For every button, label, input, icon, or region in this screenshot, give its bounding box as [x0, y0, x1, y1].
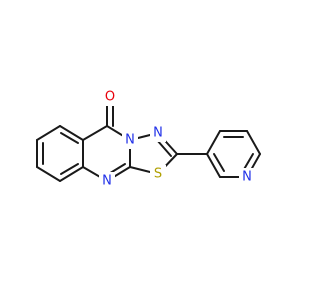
bond-pyridine-3 — [246, 130, 261, 155]
nitrogen-thiadiazole-label: N — [153, 126, 163, 141]
bond-benzene-6 — [59, 125, 84, 141]
sulfur-atom: S — [150, 165, 166, 183]
nitrogen-quinazoline-label: N — [102, 174, 112, 189]
oxygen-atom: O — [102, 88, 118, 106]
bond-ring-fusion-carbonyl — [82, 125, 108, 141]
bond-layer — [36, 100, 261, 182]
bond-pyridine-6 — [206, 153, 221, 178]
nitrogen-bridge-atom: N — [122, 131, 138, 149]
bond-pyridine-1 — [206, 130, 221, 155]
sulfur-label: S — [154, 167, 162, 182]
bond-n-c-double-inner — [156, 139, 172, 157]
bond-pyridine-6-inner — [213, 153, 225, 172]
bond-benzene-6-inner — [60, 132, 79, 144]
diagram-background — [0, 0, 300, 300]
atom-label-layer: O N N N S N — [99, 88, 255, 190]
oxygen-label: O — [105, 90, 115, 105]
nitrogen-pyridine-label: N — [242, 170, 252, 185]
nitrogen-bridge-label: N — [125, 133, 135, 148]
bond-benzene-3 — [36, 166, 61, 182]
bond-benzene-1 — [36, 125, 61, 141]
bond-benzene-4 — [59, 166, 84, 182]
chemical-structure-diagram: O N N N S N — [0, 0, 300, 300]
nitrogen-quinazoline-atom: N — [99, 172, 115, 190]
bond-benzene-4-inner — [60, 163, 79, 175]
nitrogen-pyridine-atom: N — [239, 168, 255, 186]
nitrogen-thiadiazole-atom: N — [150, 124, 166, 142]
